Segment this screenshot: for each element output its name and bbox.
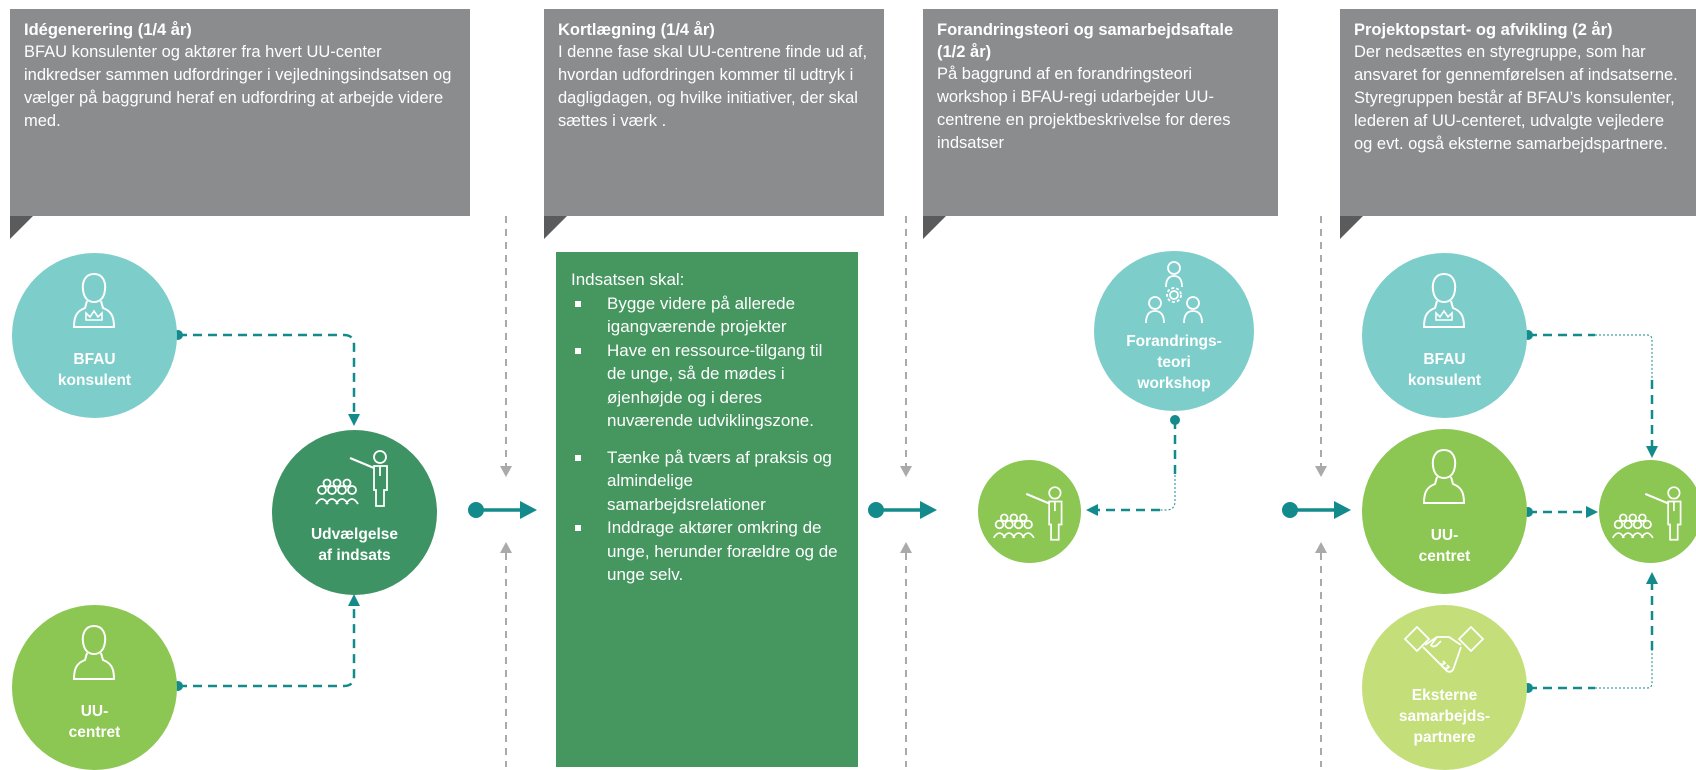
bullet-square-icon — [575, 347, 581, 354]
handshake-icon — [1403, 625, 1485, 673]
phase-box-forandringsteori: Forandringsteori og samarbejdsaftale (1/… — [923, 9, 1278, 216]
phase-description: BFAU konsulenter og aktører fra hvert UU… — [24, 43, 452, 130]
criteria-item: Inddrage aktører omkring de unge, herund… — [571, 516, 844, 587]
node-uu-centret: UU- centret — [12, 605, 177, 770]
criteria-item: Tænke på tværs af praksis og almindelige… — [571, 446, 844, 517]
phase-description: Der nedsættes en styregruppe, som har an… — [1354, 43, 1678, 153]
callout-tail — [544, 216, 567, 239]
arrow-right-icon — [868, 501, 937, 519]
node-label: Eksterne samarbejds- partnere — [1398, 687, 1491, 746]
phase-box-kortlaegning: Kortlægning (1/4 år) I denne fase skal U… — [544, 9, 884, 216]
presenter-audience-icon — [1611, 486, 1682, 541]
node-eksterne-samarbejdspartnere: Eksterne samarbejds- partnere — [1362, 605, 1527, 770]
node-label: Udvælgelse af indsats — [310, 526, 398, 564]
connector-bfau-to-udvaelgelse — [178, 333, 356, 414]
node-label: Forandrings- teori workshop — [1126, 333, 1222, 392]
phase-box-idegenerering: Idégenerering (1/4 år) BFAU konsulenter … — [10, 9, 470, 216]
connector-uu-to-udvaelgelse — [178, 606, 356, 688]
callout-tail — [10, 216, 33, 239]
presenter-audience-icon — [992, 486, 1063, 541]
presenter-audience-icon — [315, 450, 388, 507]
phase-box-projektopstart: Projektopstart- og afvikling (2 år) Der … — [1340, 9, 1696, 216]
criteria-item: Have en ressource-tilgang til de unge, s… — [571, 339, 844, 433]
node-bfau-konsulent: BFAU konsulent — [1362, 253, 1527, 418]
node-bfau-konsulent: BFAU konsulent — [12, 253, 177, 418]
arrow-right-icon — [1282, 501, 1351, 519]
callout-tail — [1340, 216, 1363, 239]
node-presentation — [978, 460, 1081, 563]
criteria-list: Bygge videre på allerede igangværende pr… — [571, 292, 844, 587]
person-icon — [72, 624, 116, 680]
phase-description: På baggrund af en forandringsteori works… — [937, 65, 1231, 152]
person-crown-icon — [1422, 272, 1466, 328]
node-udvaelgelse-af-indsats: Udvælgelse af indsats — [272, 430, 437, 595]
node-label: UU- centret — [68, 703, 121, 741]
phase-title: Idégenerering (1/4 år) — [24, 21, 192, 39]
phase-title: Forandringsteori og samarbejdsaftale (1/… — [937, 21, 1234, 61]
node-label: UU- centret — [1418, 527, 1471, 565]
bullet-square-icon — [575, 454, 581, 461]
node-uu-centret: UU- centret — [1362, 429, 1527, 594]
phase-description: I denne fase skal UU-centrene finde ud a… — [558, 43, 868, 130]
bullet-square-icon — [575, 525, 581, 531]
criteria-item: Bygge videre på allerede igangværende pr… — [571, 292, 844, 339]
phase-title: Projektopstart- og afvikling (2 år) — [1354, 21, 1613, 39]
person-icon — [1422, 448, 1466, 504]
team-gear-icon — [1145, 261, 1203, 324]
criteria-heading: Indsatsen skal: — [571, 270, 685, 289]
callout-tail — [923, 216, 946, 239]
arrow-right-icon — [468, 501, 537, 519]
phase-title: Kortlægning (1/4 år) — [558, 21, 715, 39]
node-forandringsteori-workshop: Forandrings- teori workshop — [1094, 251, 1254, 411]
person-crown-icon — [72, 272, 116, 328]
node-label: BFAU konsulent — [1407, 351, 1482, 389]
node-styregruppe — [1599, 460, 1696, 563]
bullet-square-icon — [575, 300, 581, 307]
node-label: BFAU konsulent — [57, 351, 132, 389]
criteria-box: Indsatsen skal: Bygge videre på allerede… — [556, 252, 858, 767]
